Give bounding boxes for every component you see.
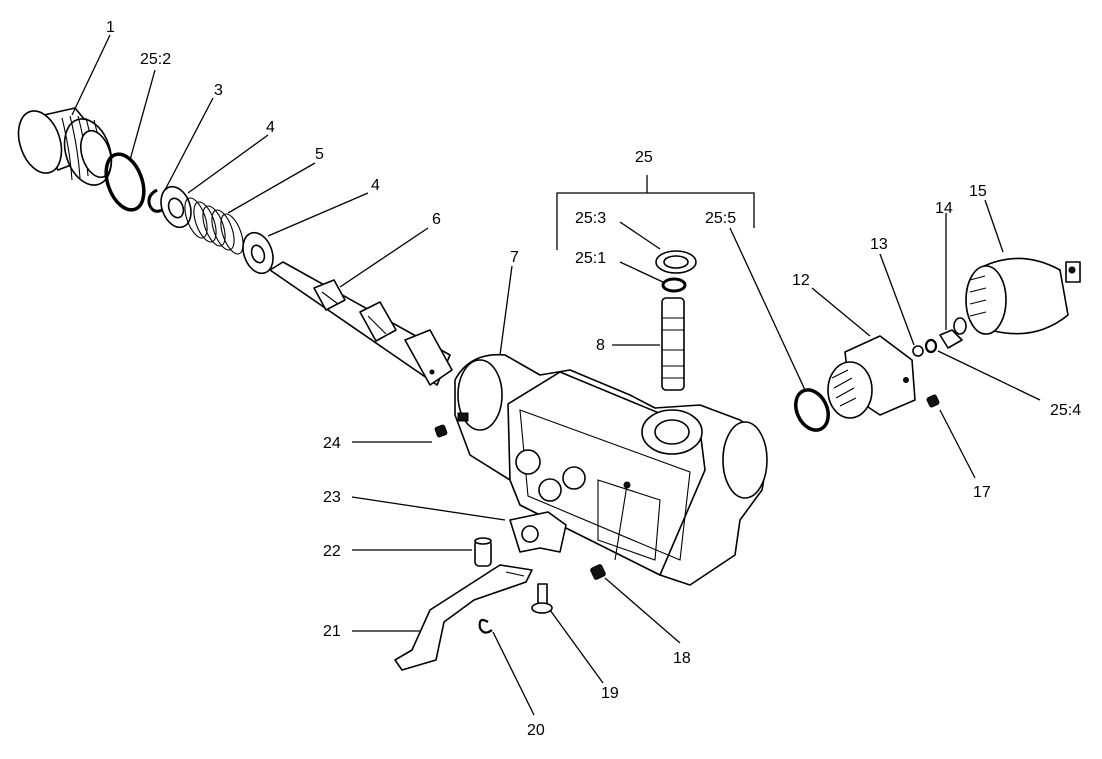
callout-21: 21 [323, 623, 341, 640]
callout-17: 17 [973, 484, 991, 501]
callout-24: 24 [323, 435, 341, 452]
callout-25-3: 25:3 [575, 210, 606, 227]
part-1-threaded-plug [17, 107, 113, 186]
callout-25-5: 25:5 [705, 210, 736, 227]
callout-3: 3 [214, 82, 223, 99]
callout-8: 8 [596, 337, 605, 354]
callout-23: 23 [323, 489, 341, 506]
callout-12: 12 [792, 272, 810, 289]
callout-labels: 1 25:2 3 4 5 4 6 7 25 25:3 25:1 25:5 8 1… [106, 19, 1081, 739]
callout-15: 15 [969, 183, 987, 200]
callout-25: 25 [635, 149, 653, 166]
callout-5: 5 [315, 146, 324, 163]
part-15-switch [965, 257, 1081, 335]
part-12-fitting [827, 335, 916, 419]
part-8-stem [661, 297, 685, 391]
callout-4-lower: 4 [371, 177, 380, 194]
callout-25-1: 25:1 [575, 250, 606, 267]
part-4-washer-lower [242, 231, 274, 275]
part-17-set-screw [926, 394, 940, 408]
part-7-valve-body [454, 353, 768, 586]
part-20-clip [478, 618, 493, 634]
part-25-5-o-ring [794, 388, 830, 432]
part-25-3-seal [655, 250, 697, 274]
callout-6: 6 [432, 211, 441, 228]
callout-4-upper: 4 [266, 119, 275, 136]
callout-1: 1 [106, 19, 115, 36]
callout-14: 14 [935, 200, 953, 217]
callout-22: 22 [323, 543, 341, 560]
part-18-set-screw [590, 564, 606, 580]
part-13-ball [912, 345, 924, 357]
callout-13: 13 [870, 236, 888, 253]
part-14-pin [939, 317, 967, 349]
part-23-cam [509, 511, 567, 553]
part-21-lever [394, 564, 533, 671]
callout-25-4: 25:4 [1050, 402, 1081, 419]
part-5-spring [184, 197, 244, 255]
callout-19: 19 [601, 685, 619, 702]
part-3-retaining-clip [147, 188, 163, 213]
leader-lines [71, 34, 1041, 716]
part-6-spool [269, 261, 453, 386]
part-19-bolt [531, 583, 553, 614]
part-4-washer-upper [160, 185, 192, 229]
callout-25-2: 25:2 [140, 51, 171, 68]
callout-20: 20 [527, 722, 545, 739]
part-25-4-o-ring [924, 338, 938, 354]
callout-7: 7 [510, 249, 519, 266]
part-25-2-o-ring [104, 152, 146, 212]
part-25-1-o-ring [661, 277, 687, 293]
callout-18: 18 [673, 650, 691, 667]
part-22-pin [474, 537, 492, 567]
part-24-set-screw [434, 424, 448, 438]
